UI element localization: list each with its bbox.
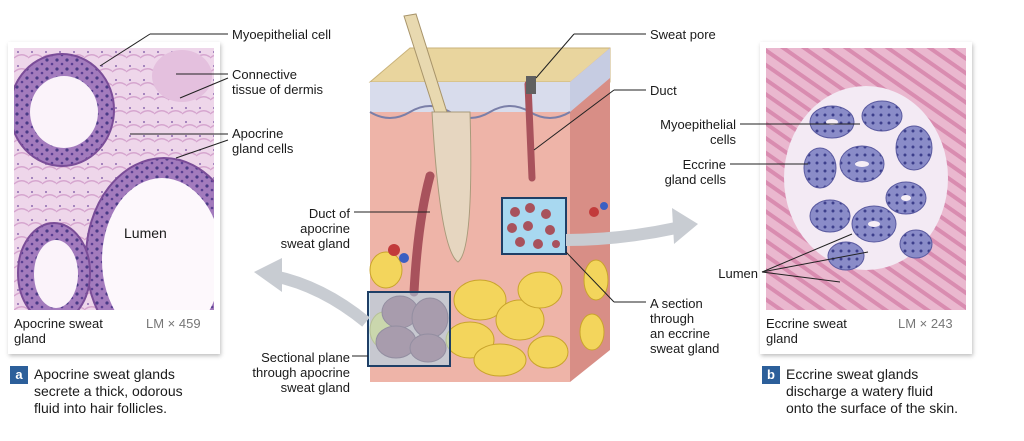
eccrine-description: Eccrine sweat glands discharge a watery … <box>786 366 958 416</box>
apocrine-panel: Lumen Apocrine sweat gland LM × 459 <box>8 42 220 354</box>
label-section-eccrine: A section through an eccrine sweat gland <box>650 296 720 356</box>
label-myoepithelial-cell: Myoepithelial cell <box>232 27 331 42</box>
label-duct: Duct <box>650 83 677 98</box>
label-apocrine-gland-cells: Apocrine gland cells <box>232 126 294 156</box>
apocrine-caption: Apocrine sweat gland <box>14 316 103 346</box>
badge-b: b <box>762 366 780 384</box>
badge-a: a <box>10 366 28 384</box>
label-connective-tissue: Connective tissue of dermis <box>232 67 324 97</box>
apocrine-magnification: LM × 459 <box>146 316 201 331</box>
label-eccrine-gland-cells: Eccrine gland cells <box>664 157 726 187</box>
eccrine-micrograph <box>766 48 966 310</box>
apocrine-description: Apocrine sweat glands secrete a thick, o… <box>34 366 183 416</box>
eccrine-panel: Eccrine sweat gland LM × 243 <box>760 42 972 354</box>
eccrine-micrograph-art <box>766 48 966 310</box>
apocrine-micrograph-art <box>14 48 214 310</box>
apocrine-micrograph: Lumen <box>14 48 214 310</box>
label-duct-of-apocrine: Duct of apocrine sweat gland <box>280 206 350 251</box>
label-sectional-plane: Sectional plane through apocrine sweat g… <box>252 350 350 395</box>
label-lumen: Lumen <box>718 266 758 281</box>
eccrine-magnification: LM × 243 <box>898 316 953 331</box>
eccrine-caption: Eccrine sweat gland <box>766 316 847 346</box>
lumen-label-micrograph: Lumen <box>124 225 167 241</box>
label-sweat-pore: Sweat pore <box>650 27 716 42</box>
label-myoepithelial-cells: Myoepithelial cells <box>660 117 736 147</box>
